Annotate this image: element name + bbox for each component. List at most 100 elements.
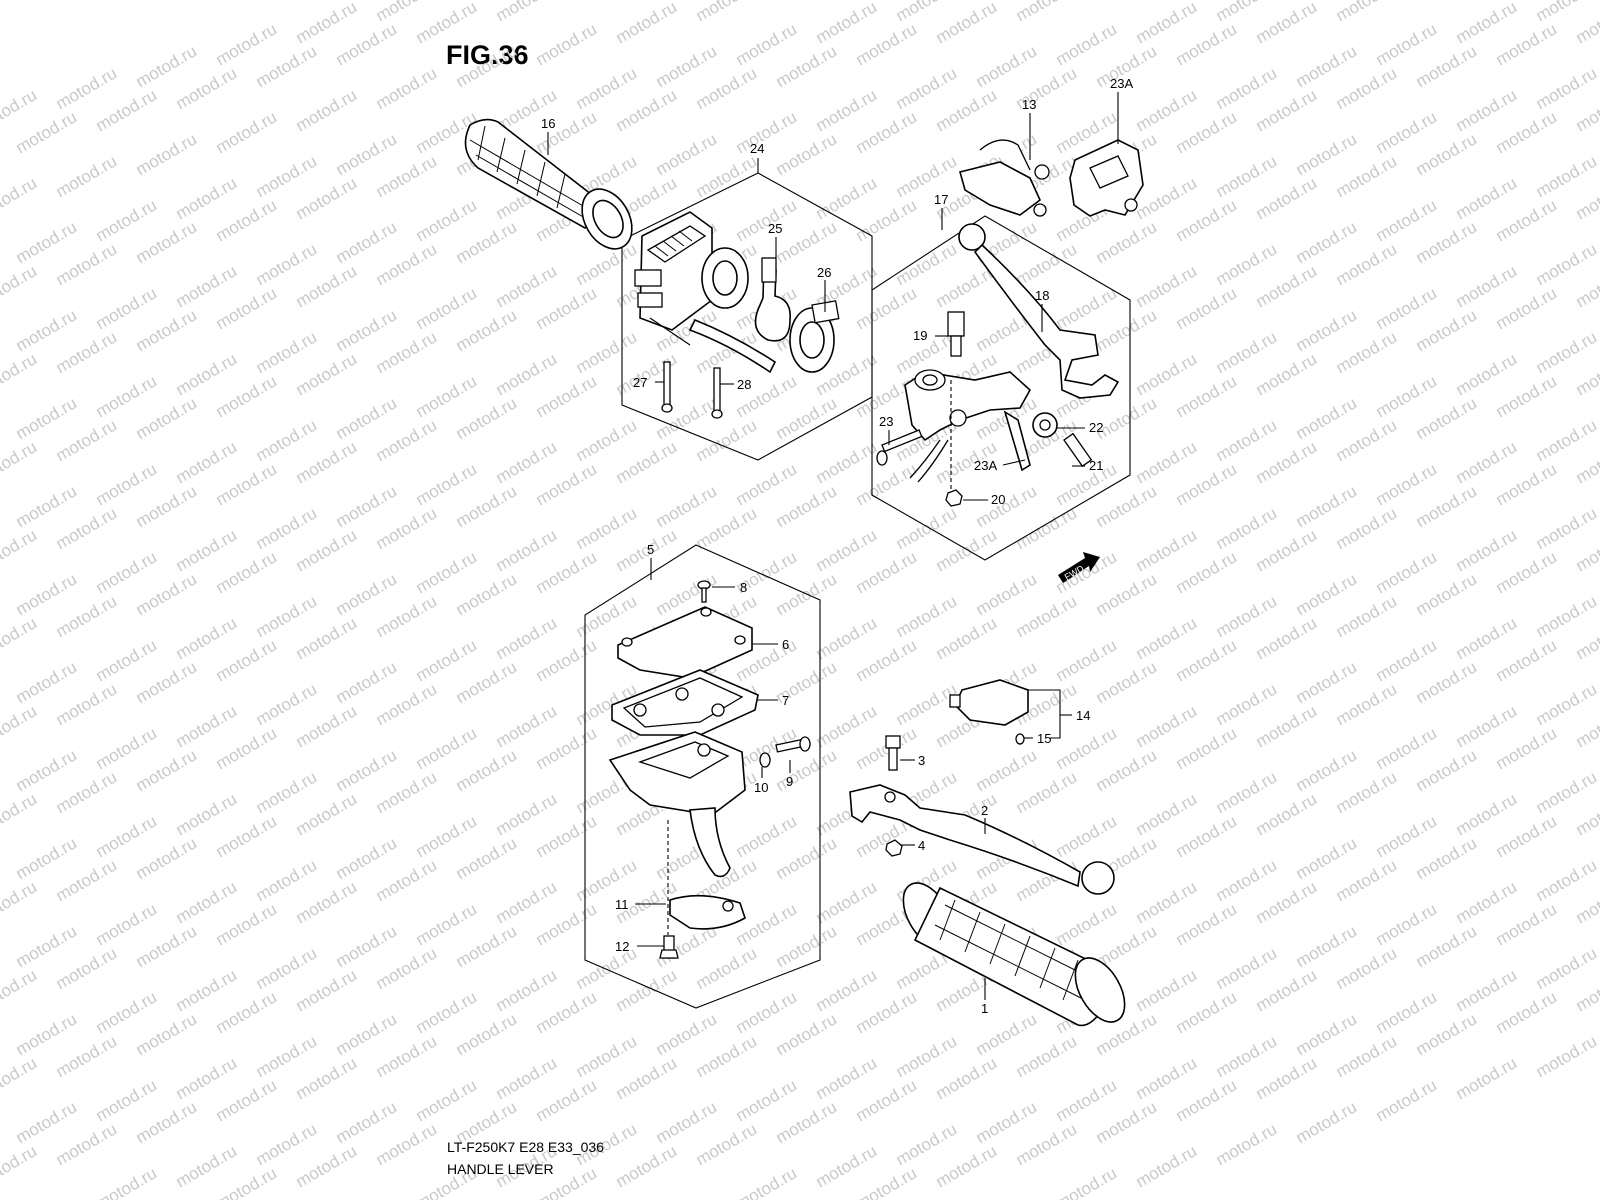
- watermark-text: motod.ru: [93, 283, 161, 333]
- watermark-text: motod.ru: [813, 0, 881, 47]
- watermark-text: motod.ru: [813, 613, 881, 663]
- group-17-boundary: [871, 215, 1131, 561]
- watermark-text: motod.ru: [213, 459, 281, 509]
- watermark-text: motod.ru: [13, 217, 81, 267]
- callout-11: 11: [615, 897, 629, 912]
- watermark-text: motod.ru: [813, 965, 881, 1015]
- watermark-text: motod.ru: [1253, 877, 1321, 927]
- watermark-text: motod.ru: [573, 0, 641, 3]
- watermark-text: motod.ru: [253, 1031, 321, 1081]
- watermark-text: motod.ru: [133, 481, 201, 531]
- watermark-text: motod.ru: [1133, 613, 1201, 663]
- watermark-text: motod.ru: [533, 811, 601, 861]
- watermark-text: motod.ru: [893, 503, 961, 553]
- watermark-text: motod.ru: [253, 503, 321, 553]
- watermark-text: motod.ru: [773, 1009, 841, 1059]
- watermark-text: motod.ru: [213, 19, 281, 69]
- reservoir-cap-6-part: [617, 606, 753, 679]
- watermark-text: motod.ru: [933, 613, 1001, 663]
- watermark-text: motod.ru: [413, 371, 481, 421]
- watermark-text: motod.ru: [13, 305, 81, 355]
- watermark-text: motod.ru: [0, 789, 40, 839]
- watermark-text: motod.ru: [1493, 107, 1561, 157]
- watermark-text: motod.ru: [573, 1031, 641, 1081]
- watermark-text: motod.ru: [453, 657, 521, 707]
- watermark-text: motod.ru: [1253, 349, 1321, 399]
- watermark-text: motod.ru: [173, 261, 241, 311]
- watermark-text: motod.ru: [133, 305, 201, 355]
- watermark-text: motod.ru: [1333, 151, 1401, 201]
- watermark-text: motod.ru: [213, 1075, 281, 1125]
- callout-25: 24: [750, 141, 764, 156]
- figure-name-caption: HANDLE LEVER: [447, 1161, 554, 1177]
- watermark-text: motod.ru: [813, 525, 881, 575]
- watermark-text: motod.ru: [173, 63, 241, 113]
- nut-4-part: [885, 839, 903, 857]
- watermark-text: motod.ru: [413, 195, 481, 245]
- watermark-text: motod.ru: [853, 195, 921, 245]
- watermark-text: motod.ru: [1213, 415, 1281, 465]
- watermark-text: motod.ru: [933, 1141, 1001, 1191]
- watermark-text: motod.ru: [13, 569, 81, 619]
- watermark-text: motod.ru: [373, 591, 441, 641]
- watermark-text: motod.ru: [1213, 943, 1281, 993]
- watermark-text: motod.ru: [0, 173, 40, 223]
- watermark-text: motod.ru: [1493, 723, 1561, 773]
- callout-12: 12: [615, 939, 629, 954]
- watermark-text: motod.ru: [533, 899, 601, 949]
- watermark-text: motod.ru: [1133, 349, 1201, 399]
- watermark-text: motod.ru: [1413, 481, 1481, 531]
- watermark-text: motod.ru: [93, 987, 161, 1037]
- bracket-13-part: [959, 139, 1050, 217]
- watermark-text: motod.ru: [653, 41, 721, 91]
- watermark-text: motod.ru: [93, 547, 161, 597]
- watermark-text: motod.ru: [653, 1009, 721, 1059]
- watermark-text: motod.ru: [493, 877, 561, 927]
- watermark-text: motod.ru: [693, 503, 761, 553]
- watermark-text: motod.ru: [333, 217, 401, 267]
- watermark-text: motod.ru: [173, 965, 241, 1015]
- watermark-text: motod.ru: [1013, 591, 1081, 641]
- watermark-text: motod.ru: [1413, 217, 1481, 267]
- watermark-text: motod.ru: [213, 635, 281, 685]
- watermark-text: motod.ru: [1293, 569, 1361, 619]
- watermark-text: motod.ru: [1333, 943, 1401, 993]
- watermark-text: motod.ru: [413, 547, 481, 597]
- callout-23a: 23A: [974, 458, 997, 473]
- watermark-text: motod.ru: [1293, 129, 1361, 179]
- watermark-text: motod.ru: [1493, 987, 1561, 1037]
- watermark-text: motod.ru: [1253, 701, 1321, 751]
- watermark-text: motod.ru: [1333, 327, 1401, 377]
- callout-6: 6: [782, 637, 789, 652]
- callout-29: 28: [737, 377, 751, 392]
- watermark-text: motod.ru: [493, 0, 561, 25]
- watermark-text: motod.ru: [1253, 0, 1321, 47]
- leader-lines: [547, 92, 1119, 1000]
- watermark-text: motod.ru: [1133, 1141, 1201, 1191]
- watermark-text: motod.ru: [1253, 173, 1321, 223]
- watermark-text: motod.ru: [693, 63, 761, 113]
- watermark-text: motod.ru: [13, 393, 81, 443]
- watermark-text: motod.ru: [1453, 173, 1521, 223]
- watermark-text: motod.ru: [533, 635, 601, 685]
- watermark-text: motod.ru: [493, 525, 561, 575]
- watermark-text: motod.ru: [933, 85, 1001, 135]
- watermark-text: motod.ru: [1053, 1075, 1121, 1125]
- callout-21: 21: [1089, 458, 1103, 473]
- watermark-text: motod.ru: [533, 371, 601, 421]
- watermark-text: motod.ru: [613, 965, 681, 1015]
- watermark-text: motod.ru: [93, 635, 161, 685]
- watermark-text: motod.ru: [533, 1075, 601, 1125]
- watermark-text: motod.ru: [0, 613, 40, 663]
- watermark-text: motod.ru: [933, 1053, 1001, 1103]
- watermark-text: motod.ru: [173, 1141, 241, 1191]
- watermark-text: motod.ru: [1373, 723, 1441, 773]
- watermark-text: motod.ru: [1533, 415, 1600, 465]
- watermark-text: motod.ru: [293, 613, 361, 663]
- watermark-text: motod.ru: [133, 921, 201, 971]
- watermark-text: motod.ru: [1493, 899, 1561, 949]
- grip-right-part: [902, 882, 1126, 1027]
- watermark-text: motod.ru: [733, 987, 801, 1037]
- watermark-text: motod.ru: [1133, 261, 1201, 311]
- watermark-text: motod.ru: [253, 943, 321, 993]
